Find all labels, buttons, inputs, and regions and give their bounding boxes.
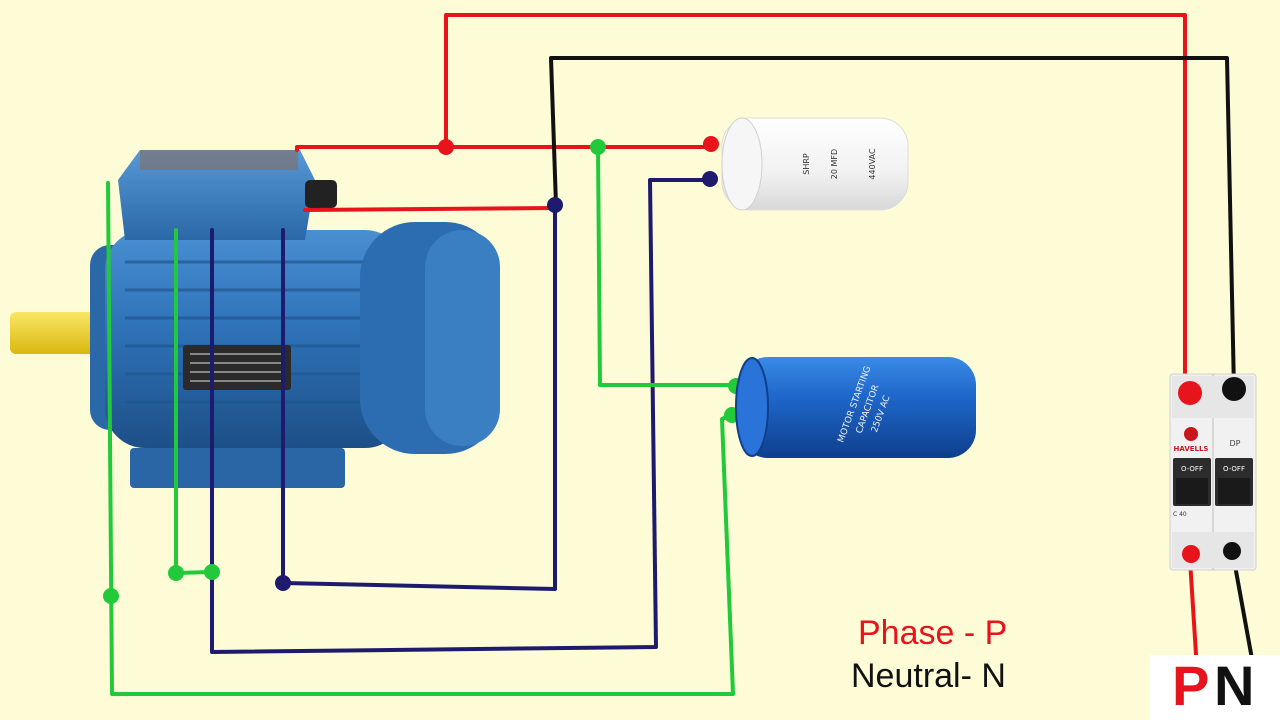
supply-phase-wire xyxy=(1188,554,1199,672)
havells-logo-icon xyxy=(1184,427,1198,441)
run-capacitor-label: SHRP xyxy=(802,153,811,175)
breaker-terminal-neutral-in xyxy=(1222,377,1246,401)
start-cap-top-green-wire xyxy=(596,145,739,387)
supply-phase-terminal-label: P xyxy=(1172,654,1210,717)
motor-rear-cover-rim xyxy=(425,230,500,446)
phase-wire-gland xyxy=(303,206,557,212)
breaker-left-switch-label: O-OFF xyxy=(1181,465,1203,473)
supply-neutral-terminal-label: N xyxy=(1214,654,1255,717)
breaker-brand: HAVELLS xyxy=(1174,445,1209,453)
legend-phase-label: Phase - P xyxy=(858,614,1008,652)
start-capacitor-body xyxy=(740,357,976,458)
motor-terminal-box xyxy=(118,150,315,240)
motor-foot xyxy=(130,448,345,488)
breaker-left-handle xyxy=(1176,478,1208,504)
breaker-pole-label: DP xyxy=(1230,439,1241,448)
junction-dot xyxy=(204,564,220,580)
breaker-rating: C 40 xyxy=(1173,511,1187,518)
breaker-right-switch-label: O-OFF xyxy=(1223,465,1245,473)
junction-dot xyxy=(103,588,119,604)
junction-dot xyxy=(168,565,184,581)
phase-wire-to-breaker xyxy=(444,13,1187,394)
junction-dot xyxy=(438,139,454,155)
run-capacitor-label: 440VAC xyxy=(868,148,877,180)
motor xyxy=(10,150,500,488)
neutral-wire-to-breaker xyxy=(549,56,1236,392)
start-winding-wire xyxy=(281,203,557,591)
phase-wire-main xyxy=(295,145,713,152)
breaker-terminal-phase-out xyxy=(1182,545,1200,563)
cable-gland xyxy=(305,180,337,208)
breaker-terminal-phase-in xyxy=(1178,381,1202,405)
legend-neutral-label: Neutral- N xyxy=(851,657,1006,695)
breaker-right-handle xyxy=(1218,478,1250,504)
run-capacitor-label: 20 MFD xyxy=(830,149,839,179)
nameplate-text-lines xyxy=(190,353,284,382)
motor-nameplate xyxy=(183,345,291,390)
junction-dot xyxy=(547,197,563,213)
run-cap-return-wire xyxy=(210,178,712,654)
supply-terminal-panel xyxy=(1150,655,1280,720)
dp-breaker: HAVELLS DP O-OFF O-OFF C 40 xyxy=(1169,373,1257,571)
junction-dot xyxy=(702,171,718,187)
breaker-terminal-neutral-out xyxy=(1223,542,1241,560)
motor-body xyxy=(105,230,405,448)
terminal-box-lid xyxy=(140,150,298,170)
junction-dot xyxy=(275,575,291,591)
junction-dot xyxy=(703,136,719,152)
junction-dot xyxy=(590,139,606,155)
run-capacitor-cap xyxy=(721,117,763,211)
run-capacitor: SHRP 20 MFD 440VAC xyxy=(721,117,909,211)
start-capacitor: MOTOR STARTING CAPACITOR 250V AC xyxy=(735,357,976,458)
start-capacitor-end xyxy=(735,357,769,457)
